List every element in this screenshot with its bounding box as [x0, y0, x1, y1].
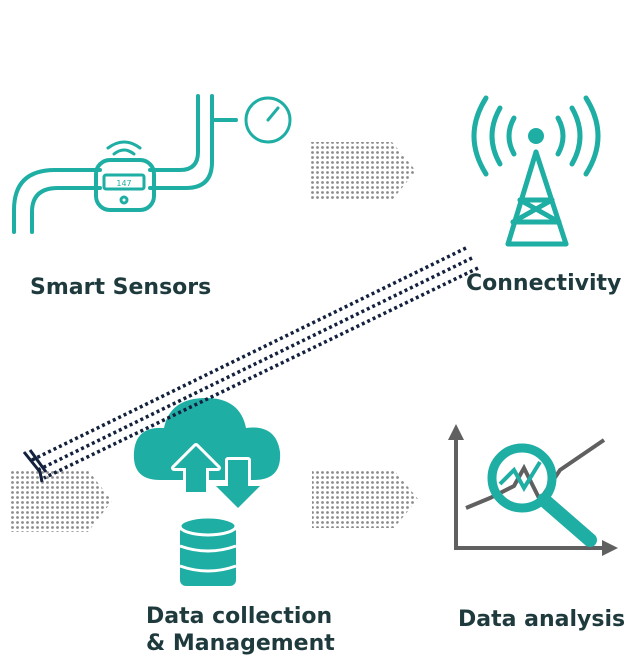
flow-arrow-bottom-left — [10, 470, 112, 532]
tower-antenna-dot — [528, 128, 544, 144]
chart-magnifier-icon — [448, 424, 618, 556]
flow-arrow-bottom-middle — [312, 470, 418, 528]
connectivity-label: Connectivity — [466, 271, 622, 296]
meter-reading: 147 — [116, 179, 131, 188]
data-analysis-label: Data analysis — [458, 607, 626, 632]
data-collection-line1: Data collection — [146, 604, 333, 629]
radio-tower-icon — [471, 95, 601, 247]
diagonal-connector-arrow — [22, 246, 479, 483]
data-collection-label: Data collection & Management — [146, 603, 335, 657]
smart-sensors-label: Smart Sensors — [30, 275, 212, 300]
cloud-database-icon — [133, 398, 281, 586]
flow-arrow-top — [310, 142, 416, 200]
data-collection-line2: & Management — [146, 631, 335, 656]
smart-meter-pipe-icon — [12, 94, 292, 234]
